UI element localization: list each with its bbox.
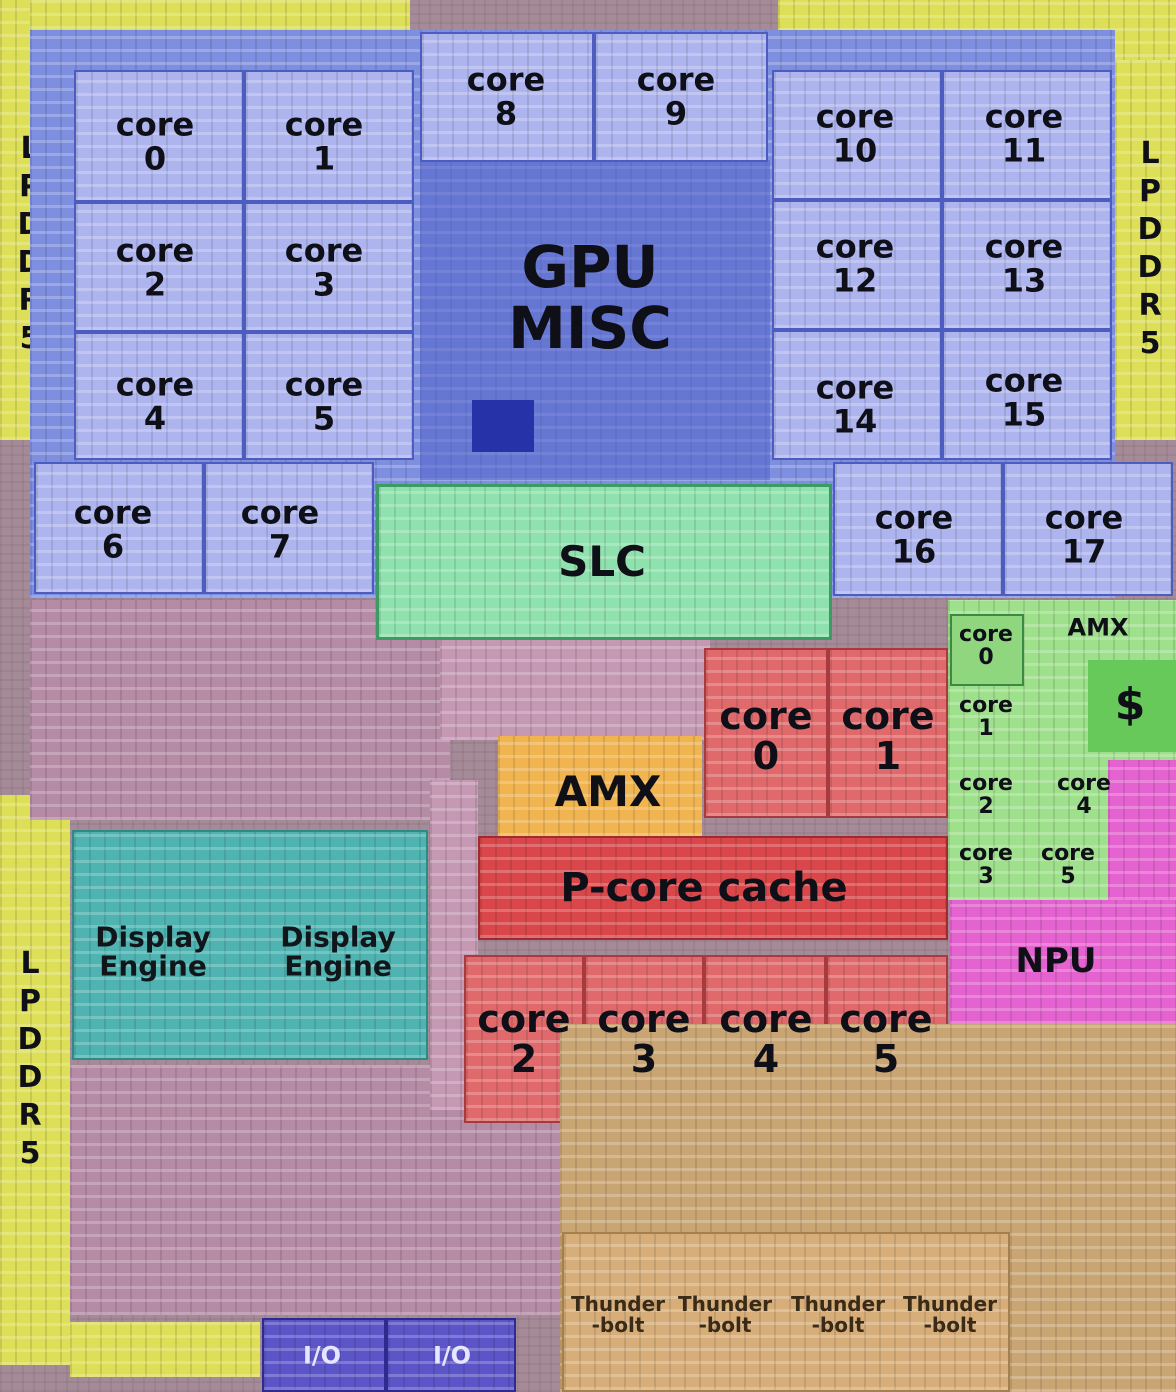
amx-p-label: AMX	[554, 766, 662, 816]
amx-e-label: AMX	[1067, 613, 1129, 642]
io-block-2	[386, 1318, 516, 1392]
gpu-core-tile-17	[1003, 462, 1173, 596]
npu-block	[950, 900, 1176, 1024]
io-label-1: I/O	[302, 1341, 342, 1370]
gpu-dark-block	[472, 400, 534, 452]
p-core-tile-0	[704, 648, 828, 818]
npu-label: NPU	[1015, 941, 1097, 982]
gpu-core-tile-3	[244, 202, 414, 332]
amx-p-block	[498, 736, 702, 836]
gpu-core-tile-4	[74, 332, 244, 460]
gpu-core-tile-1	[244, 70, 414, 202]
gpu-core-tile-11	[942, 70, 1112, 200]
gpu-core-tile-8	[420, 32, 594, 162]
p-core-cache-label: P-core cache	[560, 865, 848, 911]
gpu-core-tile-14	[772, 330, 942, 460]
p-core-tile-1	[828, 648, 948, 818]
slc-block	[376, 484, 832, 640]
slc-label: SLC	[558, 536, 646, 586]
gpu-core-tile-10	[772, 70, 942, 200]
gpu-core-tile-5	[244, 332, 414, 460]
thunderbolt-label-4: Thunder-bolt	[902, 1292, 998, 1337]
display-engine-region	[72, 830, 428, 1060]
e-cache-label: $	[1114, 678, 1146, 730]
gpu-core-tile-9	[594, 32, 768, 162]
lpddr5-bottom-strip	[70, 1322, 260, 1377]
thunderbolt-region	[562, 1232, 1010, 1392]
thunderbolt-label-1: Thunder-bolt	[570, 1292, 666, 1337]
lpddr5-bottom-left-block	[0, 795, 70, 1365]
gpu-core-tile-16	[833, 462, 1003, 596]
io-block-1	[262, 1318, 386, 1392]
gpu-core-tile-2	[74, 202, 244, 332]
thunderbolt-label-3: Thunder-bolt	[790, 1292, 886, 1337]
gpu-core-tile-7	[204, 462, 374, 594]
thunderbolt-label-2: Thunder-bolt	[677, 1292, 773, 1337]
gpu-core-tile-13	[942, 200, 1112, 330]
misc-logic-middle	[440, 630, 710, 740]
npu-upper-block	[1108, 760, 1176, 900]
io-label-2: I/O	[432, 1341, 472, 1370]
p-core-cache-block	[478, 836, 948, 940]
e-core-tile-0	[950, 614, 1024, 686]
lpddr5-top-right-block	[1115, 60, 1176, 440]
e-cache-block	[1088, 660, 1176, 752]
gpu-core-tile-12	[772, 200, 942, 330]
gpu-core-tile-0	[74, 70, 244, 202]
gpu-core-tile-15	[942, 330, 1112, 460]
gpu-core-tile-6	[34, 462, 204, 594]
misc-logic-lower	[70, 1065, 570, 1315]
